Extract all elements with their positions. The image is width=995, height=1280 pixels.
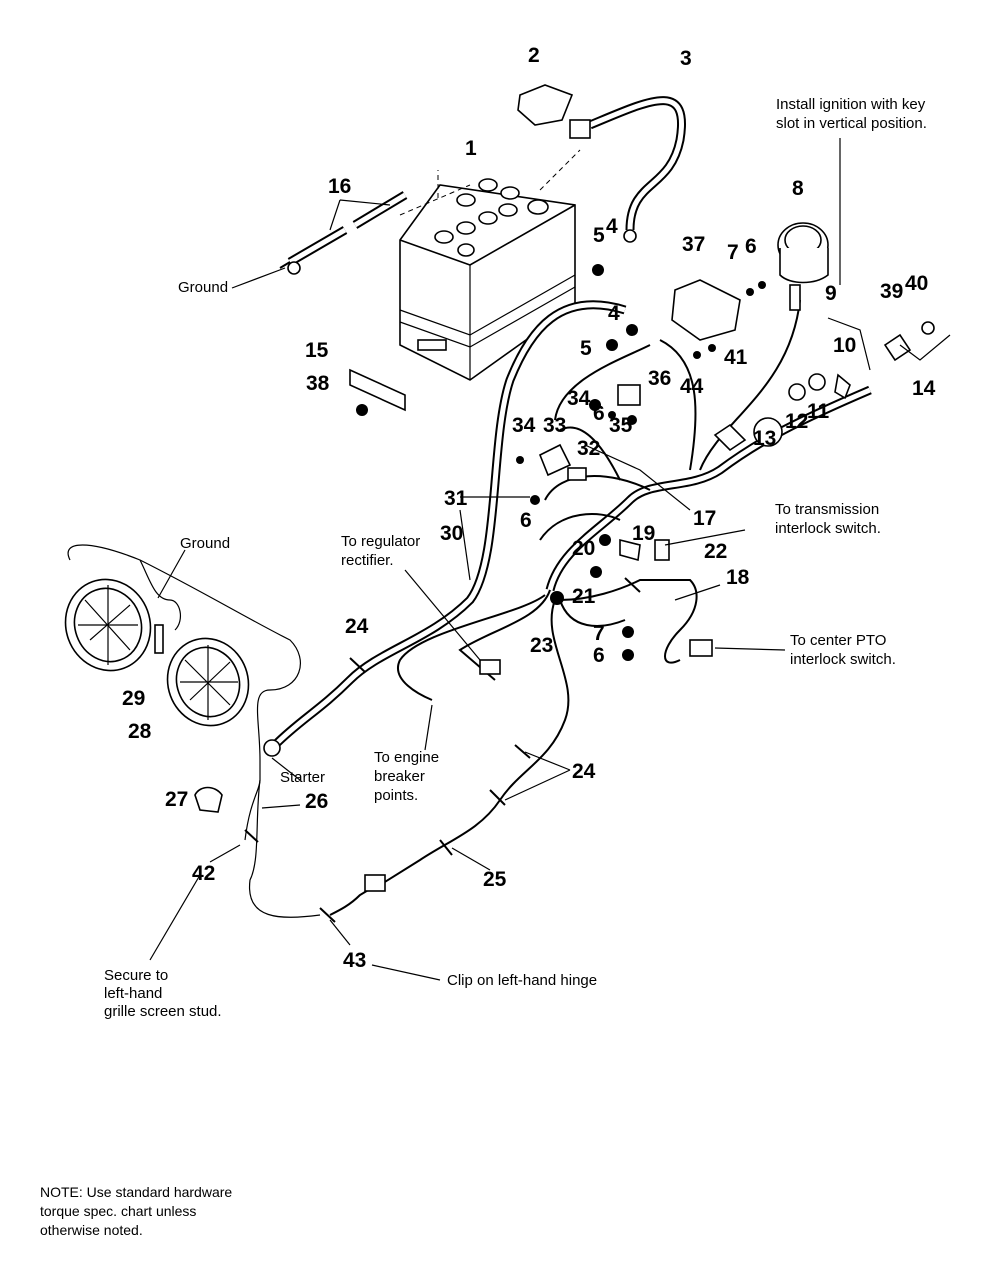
callout-4-second: 4	[608, 302, 620, 325]
callout-38: 38	[306, 372, 330, 395]
callout-30: 30	[440, 522, 463, 545]
label-secure-3: grille screen stud.	[104, 1003, 222, 1020]
note-line-2: torque spec. chart unless	[40, 1203, 196, 1219]
callout-29: 29	[122, 687, 145, 710]
callout-39: 39	[880, 280, 903, 303]
label-breaker-3: points.	[374, 787, 418, 804]
callout-13: 13	[753, 427, 776, 450]
note-line-1: NOTE: Use standard hardware	[40, 1184, 232, 1200]
callout-10: 10	[833, 334, 856, 357]
ignition-switch	[753, 417, 783, 447]
callout-14: 14	[912, 377, 936, 400]
callout-24: 24	[345, 615, 369, 638]
callout-6-second: 6	[593, 402, 605, 425]
label-clip: Clip on left-hand hinge	[447, 972, 597, 989]
callout-9: 9	[825, 282, 837, 305]
callout-41: 41	[724, 346, 748, 369]
callout-20: 20	[572, 537, 595, 560]
callout-15: 15	[305, 339, 329, 362]
label-ignition-1: Install ignition with key	[776, 96, 926, 113]
label-secure-1: Secure to	[104, 967, 168, 984]
label-pto-1: To center PTO	[790, 632, 886, 649]
callout-35: 35	[609, 414, 633, 437]
callout-21: 21	[572, 585, 596, 608]
callout-33: 33	[543, 414, 566, 437]
callout-11: 11	[807, 400, 830, 423]
label-transmission-2: interlock switch.	[775, 520, 881, 537]
label-transmission-1: To transmission	[775, 501, 879, 518]
callout-42: 42	[192, 862, 215, 885]
callout-7-second: 7	[593, 622, 605, 645]
label-secure-2: left-hand	[104, 985, 162, 1002]
callout-34-second: 34	[567, 387, 591, 410]
callout-37: 37	[682, 233, 705, 256]
callout-5: 5	[593, 224, 605, 247]
label-breaker-2: breaker	[374, 768, 425, 785]
label-regulator-2: rectifier.	[341, 552, 394, 569]
callout-24-second: 24	[572, 760, 596, 783]
callout-7: 7	[727, 241, 739, 264]
label-pto-2: interlock switch.	[790, 651, 896, 668]
callout-22: 22	[704, 540, 727, 563]
boot	[194, 786, 223, 813]
callout-17: 17	[693, 507, 716, 530]
callout-6: 6	[745, 235, 757, 258]
callout-23: 23	[530, 634, 553, 657]
rectifier	[538, 443, 572, 477]
callout-31: 31	[444, 487, 468, 510]
callout-18: 18	[726, 566, 750, 589]
callout-43: 43	[343, 949, 366, 972]
bracket	[349, 368, 406, 412]
callout-2: 2	[528, 44, 540, 67]
callout-4: 4	[606, 215, 618, 238]
callout-1: 1	[465, 137, 477, 160]
callout-34: 34	[512, 414, 536, 437]
callout-26: 26	[305, 790, 328, 813]
callout-6-fourth: 6	[593, 644, 605, 667]
callout-3: 3	[680, 47, 692, 70]
callout-25: 25	[483, 868, 507, 891]
solenoid	[671, 279, 741, 341]
label-regulator-1: To regulator	[341, 533, 420, 550]
label-ignition-2: slot in vertical position.	[776, 115, 927, 132]
callout-6-third: 6	[520, 509, 532, 532]
callout-19: 19	[632, 522, 655, 545]
callout-12: 12	[785, 410, 808, 433]
callout-5-second: 5	[580, 337, 592, 360]
label-starter: Starter	[280, 769, 325, 786]
callout-40: 40	[905, 272, 928, 295]
label-ground-lights: Ground	[180, 535, 230, 552]
callout-27: 27	[165, 788, 188, 811]
label-ground-battery: Ground	[178, 279, 228, 296]
callout-44: 44	[680, 375, 704, 398]
callout-28: 28	[128, 720, 152, 743]
headlights	[64, 578, 250, 727]
callout-16: 16	[328, 175, 351, 198]
terminal-cover	[517, 84, 574, 126]
note-line-3: otherwise noted.	[40, 1222, 143, 1238]
callout-8: 8	[792, 177, 804, 200]
battery	[399, 178, 576, 381]
label-breaker-1: To engine	[374, 749, 439, 766]
callout-32: 32	[577, 437, 600, 460]
callout-36: 36	[648, 367, 671, 390]
